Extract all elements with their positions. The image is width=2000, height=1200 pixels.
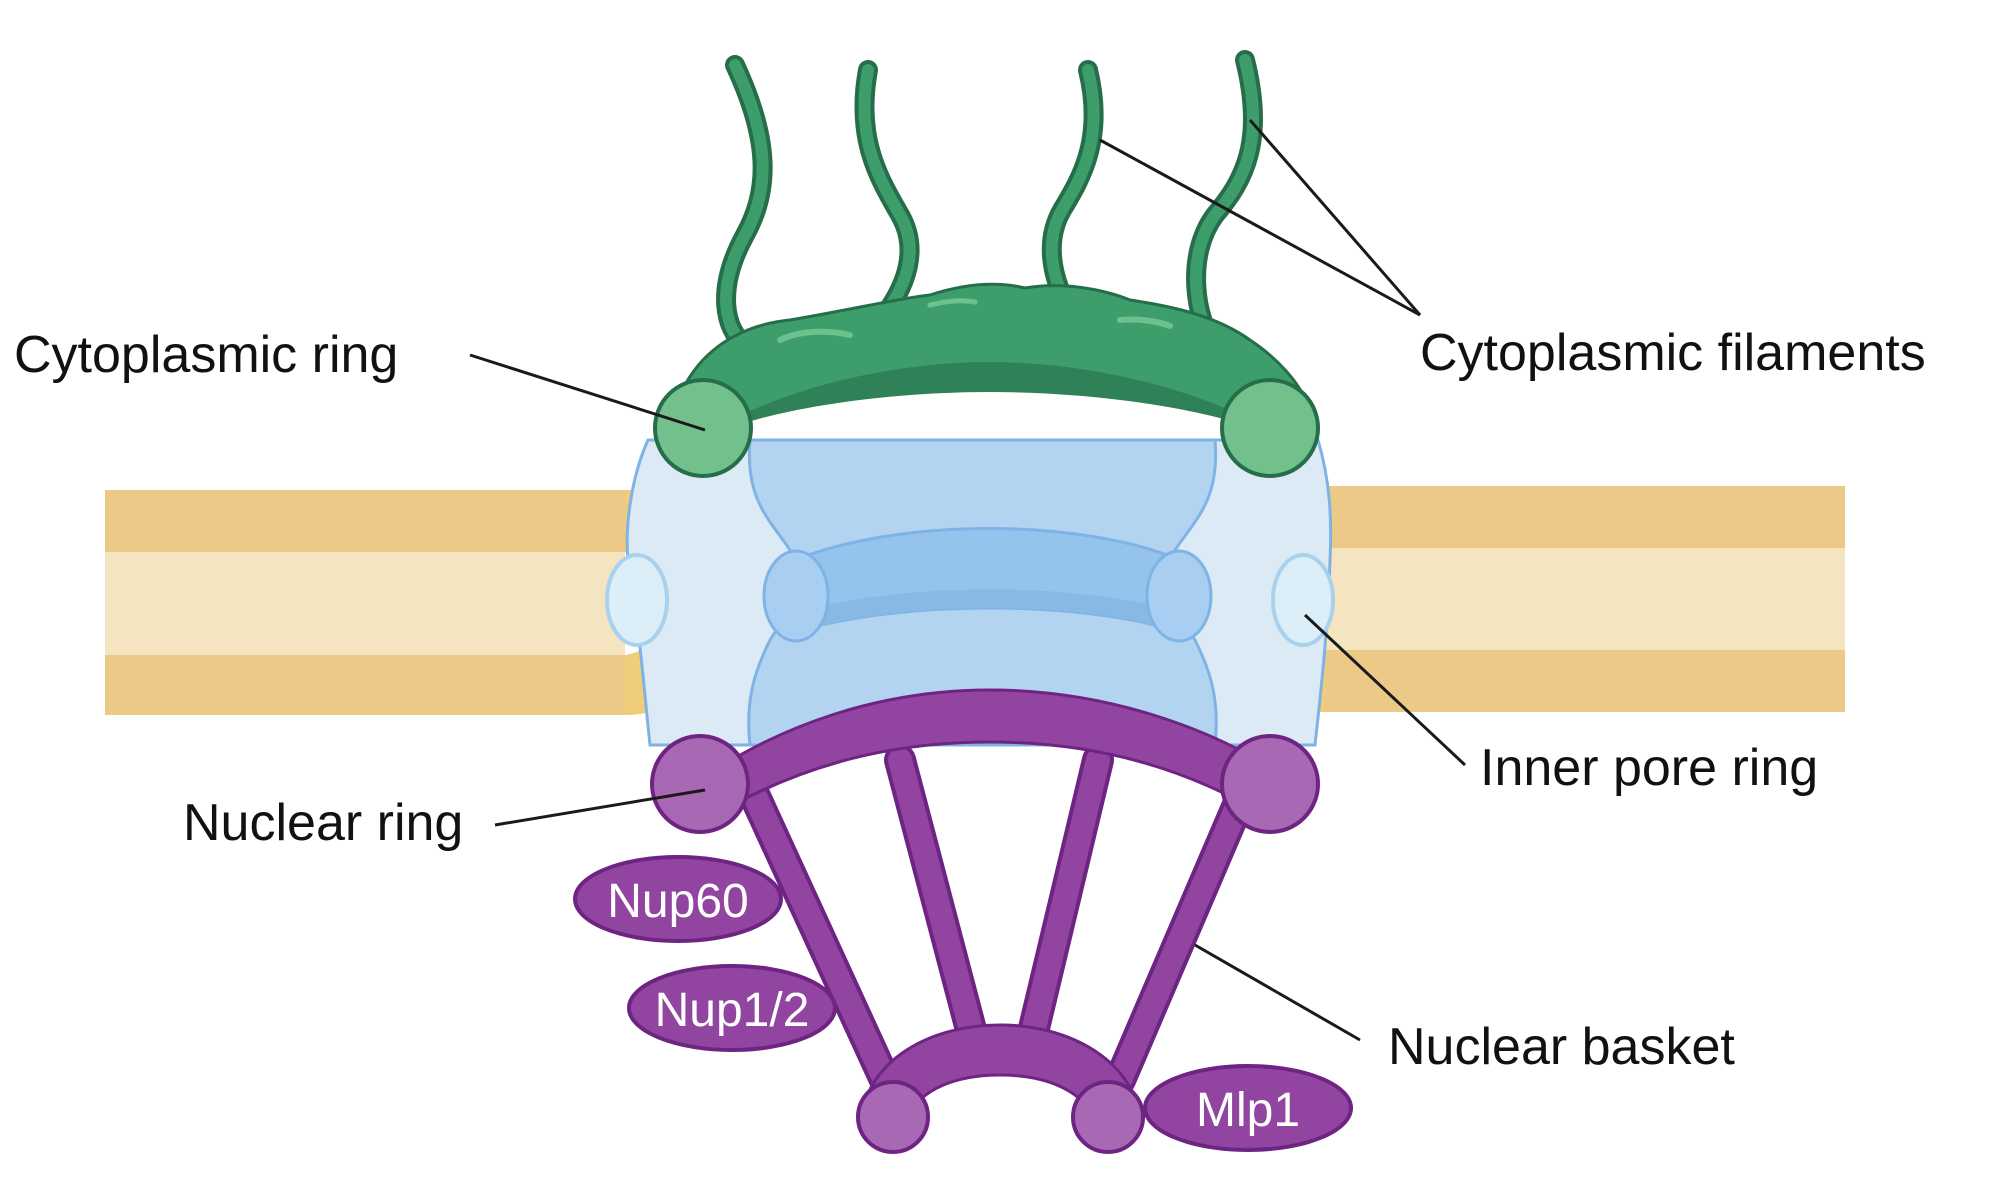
nuclear-ring xyxy=(650,688,1320,834)
cytoplasmic-filament xyxy=(1186,50,1264,355)
protein-nup60-label: Nup60 xyxy=(607,875,748,928)
leader-nuclear-basket xyxy=(1194,943,1361,1042)
leader-cytoplasmic-ring xyxy=(469,353,706,432)
label-cytoplasmic-filaments: Cytoplasmic filaments xyxy=(1420,324,1926,382)
protein-mlp1-label: Mlp1 xyxy=(1196,1084,1300,1137)
pore-membrane-protein-left xyxy=(605,553,669,647)
basket-rod xyxy=(736,774,901,1096)
inner-pore-ring xyxy=(762,527,1213,643)
nuclear-ring-knob-left xyxy=(650,734,750,834)
protein-nup60: Nup60 xyxy=(573,855,783,943)
cytoplasmic-ring-knob-right xyxy=(1220,378,1320,478)
protein-mlp1: Mlp1 xyxy=(1143,1064,1353,1152)
basket-rod xyxy=(1104,784,1256,1096)
leader-nuclear-ring xyxy=(494,788,706,827)
label-nuclear-basket: Nuclear basket xyxy=(1388,1018,1735,1076)
protein-nup1-2: Nup1/2 xyxy=(627,964,837,1052)
basket-rod xyxy=(884,744,991,1061)
leader-lines xyxy=(469,119,1467,1042)
cytoplasmic-filament xyxy=(716,55,773,355)
label-inner-pore-ring: Inner pore ring xyxy=(1480,739,1818,797)
nuclear-ring-knob-right xyxy=(1220,734,1320,834)
pore-membrane-protein-right xyxy=(1271,553,1335,647)
leader-cytoplasmic-filament-b xyxy=(1248,119,1422,316)
nuclear-basket xyxy=(736,744,1256,1154)
label-cytoplasmic-ring: Cytoplasmic ring xyxy=(14,326,398,384)
label-nuclear-ring: Nuclear ring xyxy=(183,794,463,852)
cytoplasmic-filament xyxy=(1041,60,1104,320)
protein-nup1-2-label: Nup1/2 xyxy=(655,984,810,1037)
cytoplasmic-filament xyxy=(854,60,920,320)
basket-terminal-ring xyxy=(856,1023,1145,1154)
leader-cytoplasmic-filament-a xyxy=(1099,138,1421,317)
leader-inner-pore-ring xyxy=(1303,613,1467,767)
basket-rod xyxy=(1014,744,1114,1061)
